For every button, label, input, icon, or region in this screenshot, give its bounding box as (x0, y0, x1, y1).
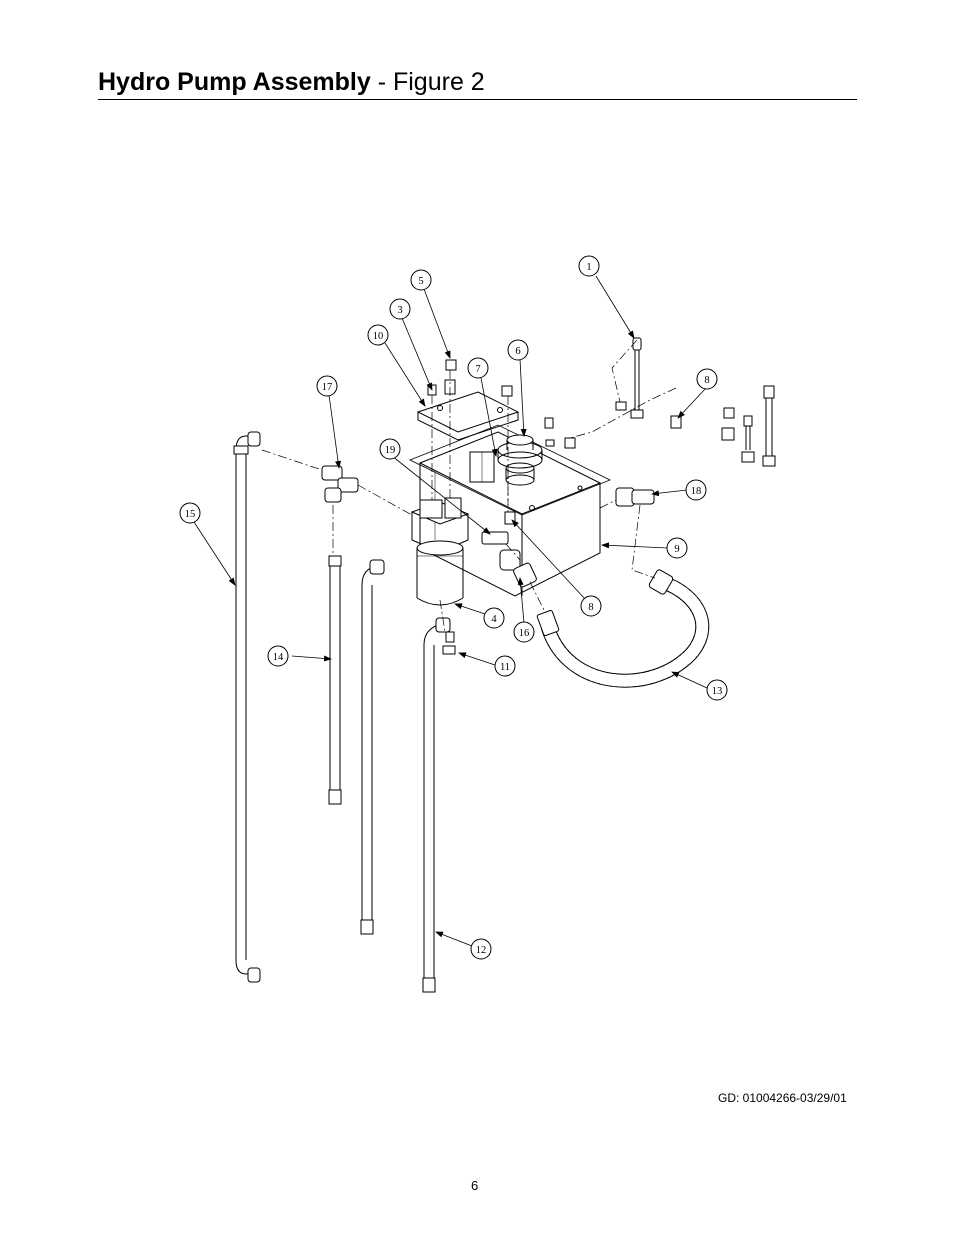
tube-15 (233, 431, 261, 983)
callout-10: 10 (367, 324, 389, 346)
callout-19: 19 (379, 438, 401, 460)
callout-1-label: 1 (586, 262, 591, 273)
callout-3-label: 3 (397, 305, 402, 316)
callout-5: 5 (410, 269, 432, 291)
callout-4-label: 4 (491, 614, 497, 625)
callout-16: 16 (513, 621, 535, 643)
callout-1: 1 (578, 255, 600, 277)
callout-13: 13 (706, 679, 728, 701)
callout-11: 11 (494, 655, 516, 677)
document-id: GD: 01004266-03/29/01 (718, 1091, 847, 1105)
mounting-bracket (416, 391, 520, 441)
filler-cap (497, 434, 543, 486)
hardware-fasteners (427, 337, 776, 655)
callout-7: 7 (467, 357, 489, 379)
callout-8-bottom-label: 8 (588, 602, 593, 613)
callout-6-label: 6 (515, 346, 520, 357)
fittings (321, 465, 655, 588)
callout-12: 12 (470, 938, 492, 960)
page-number: 6 (471, 1178, 479, 1193)
title-underline (98, 99, 857, 100)
callout-14-label: 14 (273, 652, 284, 663)
callout-15: 15 (179, 502, 201, 524)
callout-8-top: 8 (696, 368, 718, 390)
callout-16-label: 16 (519, 628, 530, 639)
callout-13-label: 13 (712, 686, 723, 697)
page-title: Hydro Pump Assembly - Figure 2 (98, 66, 485, 98)
filter-assembly (410, 497, 470, 606)
callout-14: 14 (267, 645, 289, 667)
callout-19-label: 19 (385, 445, 396, 456)
callout-8-bottom: 8 (580, 595, 602, 617)
callout-6: 6 (507, 339, 529, 361)
callout-8-top-label: 8 (704, 375, 709, 386)
callout-9-label: 9 (674, 544, 679, 555)
callout-4: 4 (483, 607, 505, 629)
callout-17: 17 (316, 375, 338, 397)
callout-5-label: 5 (418, 276, 423, 287)
callout-7-label: 7 (475, 364, 480, 375)
leader-lines (193, 275, 708, 947)
callout-9: 9 (666, 537, 688, 559)
callout-17-label: 17 (322, 382, 333, 393)
page-title-suffix: - Figure 2 (370, 68, 485, 96)
callout-18: 18 (685, 479, 707, 501)
tube-12 (422, 617, 451, 993)
centerlines (261, 339, 677, 633)
callout-10-label: 10 (373, 331, 384, 342)
callout-11-label: 11 (500, 662, 510, 673)
callout-12-label: 12 (476, 945, 487, 956)
breather-block (469, 451, 495, 483)
tube-14 (328, 555, 342, 805)
tube-middle (360, 559, 385, 935)
callout-3: 3 (389, 298, 411, 320)
callout-18-label: 18 (691, 486, 702, 497)
page-title-bold: Hydro Pump Assembly (98, 68, 371, 96)
corrugated-hose (536, 569, 710, 688)
callout-15-label: 15 (185, 509, 196, 520)
